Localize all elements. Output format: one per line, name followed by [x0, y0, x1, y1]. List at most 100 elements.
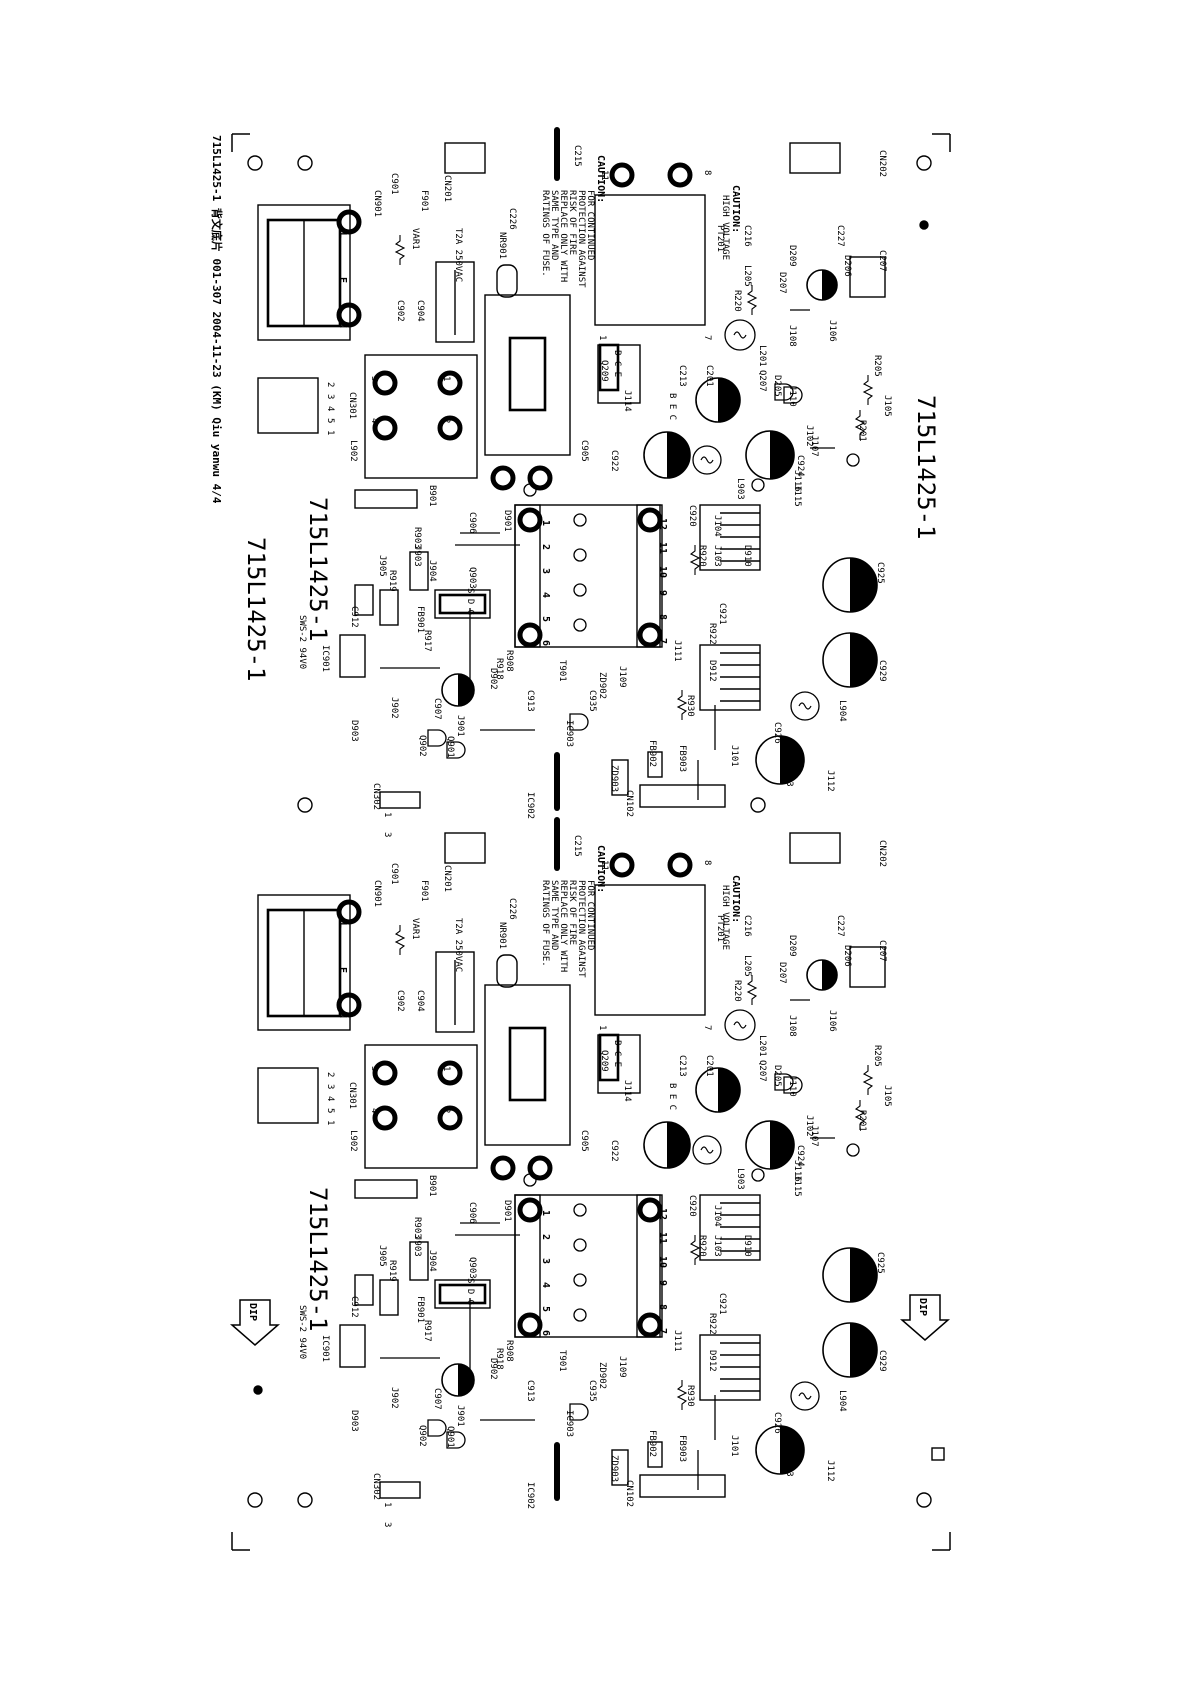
- resistor-r205: [862, 1065, 874, 1095]
- component-designator: C904: [415, 300, 425, 322]
- board-code-label: 715L1425-1: [912, 395, 940, 540]
- component-designator: C924: [795, 455, 805, 477]
- via-hole: [751, 1168, 765, 1182]
- component-designator: R919: [387, 1260, 397, 1282]
- component-designator: PT201: [715, 225, 725, 252]
- component-designator: R220: [732, 290, 742, 312]
- connector-cn202: [789, 142, 841, 174]
- component-designator: ZD902: [597, 672, 607, 699]
- component-designator: CN201: [442, 865, 452, 892]
- component-designator: IC902: [525, 1482, 535, 1509]
- solder-pad: [527, 1155, 553, 1181]
- caution-label: CAUTION:: [730, 185, 741, 233]
- component-designator: D207: [777, 272, 787, 294]
- electrolytic-cap-c929-negative-band: [850, 633, 877, 687]
- component-designator: IC902: [525, 792, 535, 819]
- component-designator: T901: [557, 660, 567, 682]
- solder-pad: [609, 162, 635, 188]
- connector-cn201: [444, 142, 486, 174]
- fuse-holder: [435, 951, 475, 1033]
- component-designator: L205: [742, 955, 752, 977]
- solder-pad: [490, 465, 516, 491]
- component-designator: R917: [422, 630, 432, 652]
- component-designator: J116: [792, 1160, 802, 1182]
- component-designator: D910: [742, 545, 752, 567]
- electrolytic-cap-c926-negative-band: [780, 1426, 804, 1474]
- component-designator: R918: [494, 658, 504, 680]
- inductor-l904: [790, 1381, 820, 1411]
- component-designator: J107: [809, 435, 819, 457]
- inductor-l201-outline: [724, 1009, 756, 1041]
- crop-marks: [231, 133, 951, 1551]
- component-designator: CN901: [372, 880, 382, 907]
- component-designator: D205: [772, 1065, 782, 1087]
- component-designator: ZD902: [597, 1362, 607, 1389]
- fuse-rating-label: T2A 250VAC: [453, 918, 463, 972]
- component-designator: FB901: [415, 1296, 425, 1323]
- transistor-q207: [774, 1073, 794, 1091]
- solder-pad: [517, 507, 543, 533]
- transistor-q902: [427, 729, 447, 747]
- electrolytic-cap-c925-negative-band: [850, 1248, 877, 1302]
- component-designator: J103: [712, 1235, 722, 1257]
- pt201-pin-label: 1: [597, 1025, 607, 1030]
- component-designator: C912: [349, 606, 359, 628]
- t901-pin-label: 3: [540, 1258, 551, 1264]
- solder-pad: [637, 1312, 663, 1338]
- diode-d901-body: [409, 551, 429, 591]
- component-designator: C925: [875, 562, 885, 584]
- l902-pin-label: 3: [369, 1066, 379, 1071]
- via-hole: [846, 1143, 860, 1157]
- pt201-pin-label: 7: [702, 1025, 712, 1030]
- solder-pad: [336, 209, 362, 235]
- zener-zd903: [611, 1449, 629, 1486]
- electrolytic-cap-c929-negative-band: [850, 1323, 877, 1377]
- electrolytic-cap-c907-negative-band: [458, 1364, 474, 1396]
- component-designator: J113: [784, 1455, 794, 1477]
- component-designator: NR901: [497, 922, 507, 949]
- mounting-holes: [247, 155, 945, 1508]
- component-designator: J114: [622, 390, 632, 412]
- component-designator: C935: [587, 690, 597, 712]
- component-designator: C905: [579, 1130, 589, 1152]
- inductor-l201-coil: [733, 331, 747, 339]
- via-hole: [751, 478, 765, 492]
- solder-pad: [667, 852, 693, 878]
- cn301-pin-label: 4: [325, 1096, 335, 1101]
- electrolytic-cap-c207: [806, 269, 838, 301]
- pt201-pin-label: 11: [599, 860, 609, 871]
- component-designator: C924: [795, 1145, 805, 1167]
- inductor-l201: [724, 1009, 756, 1041]
- component-designator: J108: [787, 1015, 797, 1037]
- component-designator: C922: [609, 1140, 619, 1162]
- electrolytic-cap-c207-negative-band: [822, 270, 837, 300]
- component-designator: R920: [697, 1235, 707, 1257]
- component-designator: C215: [572, 145, 582, 167]
- component-designator: T901: [557, 1350, 567, 1372]
- cn301-pin-label: 1: [325, 1120, 335, 1125]
- transistor-q205: [783, 386, 803, 404]
- heatsink-d910: [699, 504, 761, 571]
- board-code-label: 715L1425-1: [304, 497, 332, 642]
- via-hole: [846, 453, 860, 467]
- electrolytic-cap-c925: [822, 557, 878, 613]
- cn302-pin-label: 1: [382, 812, 392, 817]
- electrolytic-cap-c924: [745, 430, 795, 480]
- component-designator: B901: [427, 1175, 437, 1197]
- transistor-q901: [446, 741, 466, 759]
- bead-fb901: [379, 589, 399, 626]
- component-designator: Q207: [757, 1060, 767, 1082]
- l902-pin-label: 2: [441, 418, 451, 423]
- electrolytic-cap-c207: [806, 959, 838, 991]
- solder-pad: [437, 1060, 463, 1086]
- component-designator: J903: [412, 1235, 422, 1257]
- inductor-l903: [692, 1135, 722, 1165]
- solder-pad: [336, 992, 362, 1018]
- via-hole: [573, 1203, 587, 1217]
- component-designator: J110: [787, 385, 797, 407]
- component-designator: C902: [395, 990, 405, 1012]
- component-designator: J110: [787, 1075, 797, 1097]
- transistor-q205: [783, 1076, 803, 1094]
- ul-mark-label: SWS-2 94V0: [297, 615, 307, 669]
- component-designator: Q901: [445, 736, 455, 758]
